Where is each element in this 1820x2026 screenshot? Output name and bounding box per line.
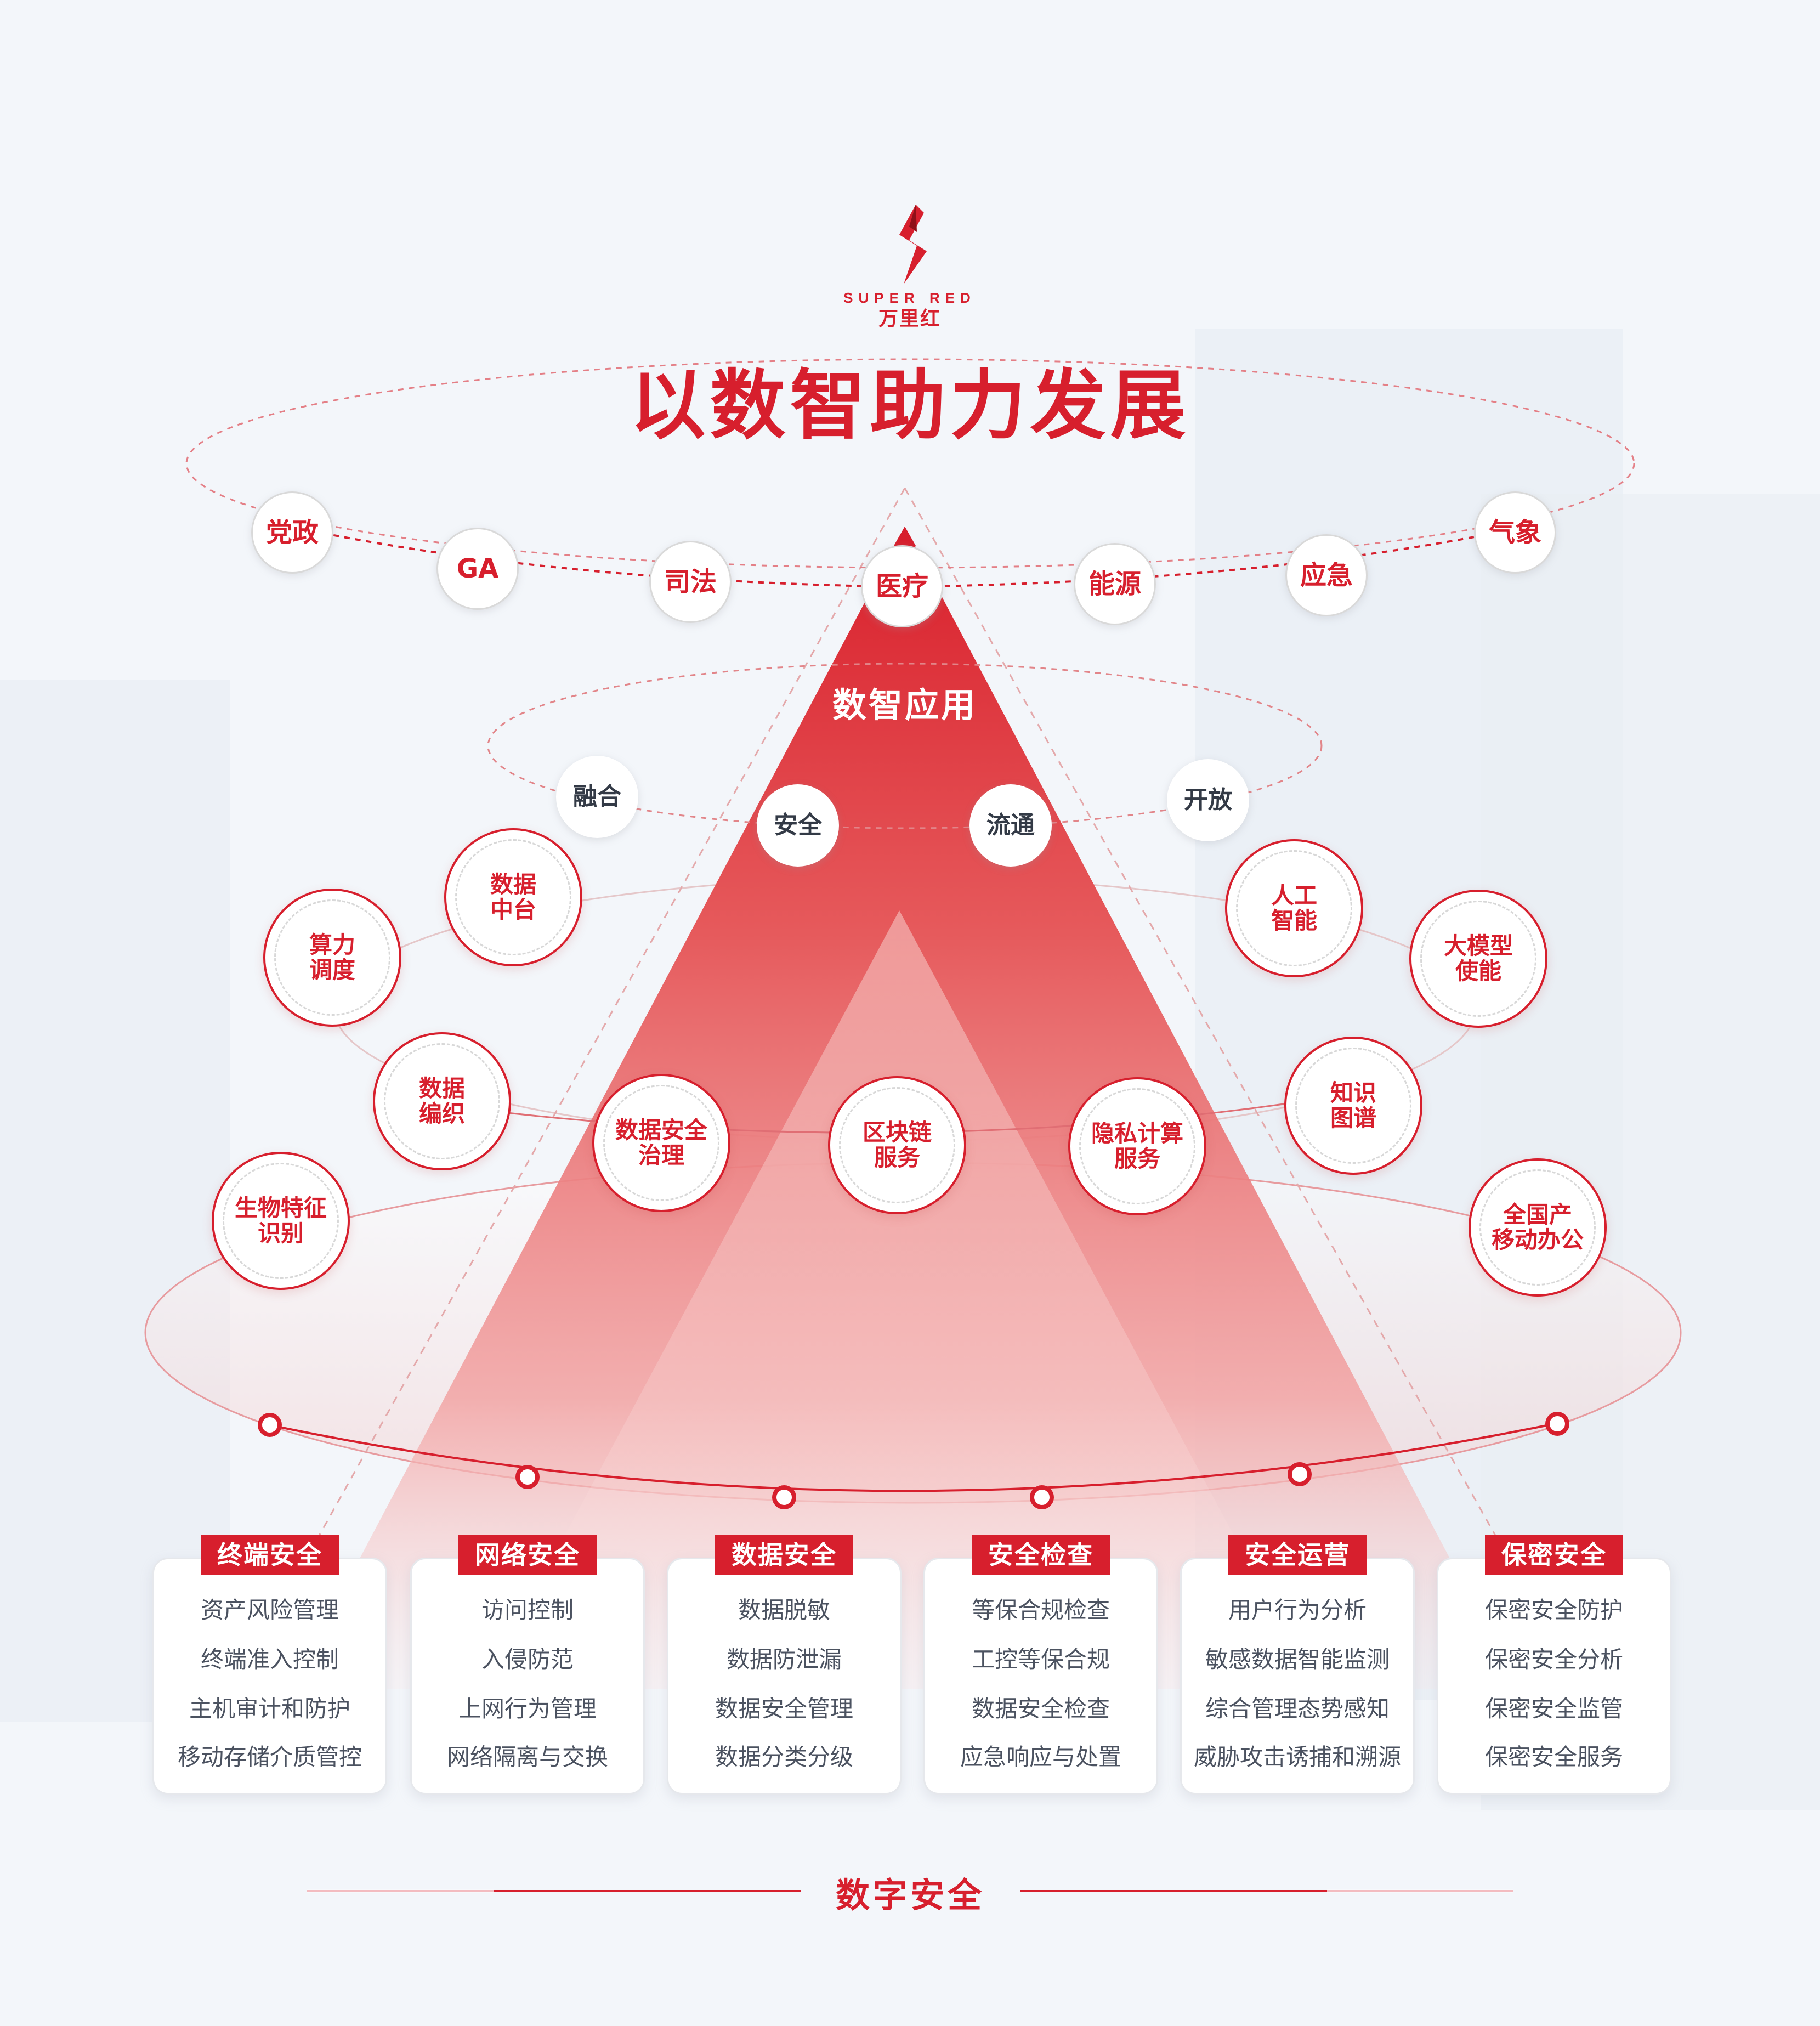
connector-node <box>515 1465 540 1489</box>
category-item: 保密安全服务 <box>1484 1744 1623 1770</box>
capability-computing-scheduling: 算力 调度 <box>263 889 401 1027</box>
apex-label: 数智应用 <box>832 685 977 725</box>
principle-fusion: 融合 <box>556 756 638 838</box>
capability-label: 大模型 使能 <box>1420 901 1536 1017</box>
connector-node <box>772 1485 796 1509</box>
category-item: 网络隔离与交换 <box>446 1744 608 1770</box>
connector-node <box>1545 1412 1569 1436</box>
category-title: 数据安全 <box>715 1535 853 1575</box>
sector-bubble-meteorology: 气象 <box>1474 491 1556 574</box>
category-item: 访问控制 <box>481 1597 574 1623</box>
category-item: 数据防泄漏 <box>726 1646 842 1673</box>
capability-label: 人工 智能 <box>1236 850 1352 966</box>
category-item: 等保合规检查 <box>971 1597 1110 1623</box>
logo-chinese-text: 万里红 <box>878 308 941 330</box>
capability-label: 数据安全 治理 <box>603 1085 719 1201</box>
connector-node <box>1030 1485 1054 1509</box>
category-item: 移动存储介质管控 <box>177 1744 362 1770</box>
capability-label: 数据 编织 <box>384 1043 500 1159</box>
capability-blockchain-service: 区块链 服务 <box>828 1076 966 1214</box>
category-item: 资产风险管理 <box>200 1597 339 1623</box>
capability-domestic-mobile-office: 全国产 移动办公 <box>1469 1158 1607 1297</box>
category-item: 上网行为管理 <box>458 1695 597 1722</box>
category-item: 保密安全防护 <box>1484 1597 1623 1623</box>
category-item: 数据安全检查 <box>971 1695 1110 1722</box>
category-item: 工控等保合规 <box>971 1646 1110 1673</box>
category-title: 终端安全 <box>201 1535 339 1575</box>
category-item: 综合管理态势感知 <box>1205 1695 1390 1722</box>
category-card-inspection <box>923 1558 1158 1795</box>
capability-label: 生物特征 识别 <box>223 1163 339 1279</box>
category-item: 保密安全分析 <box>1484 1646 1623 1673</box>
category-item: 数据分类分级 <box>715 1744 853 1770</box>
category-item: 保密安全监管 <box>1484 1695 1623 1722</box>
footer-label: 数字安全 <box>835 1875 985 1915</box>
category-item: 数据脱敏 <box>738 1597 830 1623</box>
capability-label: 隐私计算 服务 <box>1079 1088 1195 1204</box>
capability-label: 区块链 服务 <box>839 1087 955 1203</box>
page-title: 以数智助力发展 <box>630 361 1190 450</box>
apex-marker <box>894 527 916 546</box>
category-title: 安全运营 <box>1228 1535 1367 1575</box>
category-card-data <box>667 1558 902 1795</box>
capability-label: 算力 调度 <box>274 899 390 1016</box>
capability-knowledge-graph: 知识 图谱 <box>1284 1037 1422 1175</box>
logo-english-text: SUPER RED <box>843 290 976 306</box>
sector-bubble-emergency: 应急 <box>1285 534 1368 616</box>
category-title: 安全检查 <box>972 1535 1110 1575</box>
super-red-s-logo-icon <box>899 205 927 284</box>
principle-circulation: 流通 <box>969 784 1052 867</box>
category-item: 主机审计和防护 <box>189 1695 350 1722</box>
capability-privacy-computing: 隐私计算 服务 <box>1068 1077 1206 1215</box>
category-card-network <box>410 1558 645 1795</box>
sector-bubble-energy: 能源 <box>1074 543 1156 625</box>
category-item: 终端准入控制 <box>200 1646 339 1673</box>
category-item: 入侵防范 <box>481 1646 574 1673</box>
sector-bubble-medical: 医疗 <box>861 545 943 627</box>
capability-biometric-recognition: 生物特征 识别 <box>212 1152 350 1290</box>
principle-openness: 开放 <box>1167 759 1249 841</box>
category-item: 数据安全管理 <box>715 1695 853 1722</box>
category-item: 威胁攻击诱捕和溯源 <box>1193 1744 1401 1770</box>
sector-bubble-party-gov: 党政 <box>251 491 333 574</box>
capability-large-model-enablement: 大模型 使能 <box>1409 890 1547 1028</box>
category-item: 敏感数据智能监测 <box>1205 1646 1390 1673</box>
category-item: 应急响应与处置 <box>960 1744 1121 1770</box>
capability-artificial-intelligence: 人工 智能 <box>1225 839 1363 977</box>
sector-bubble-ga: GA <box>436 528 519 610</box>
principle-security: 安全 <box>757 784 839 867</box>
category-card-operations <box>1180 1558 1415 1795</box>
category-title: 保密安全 <box>1485 1535 1623 1575</box>
capability-data-security-governance: 数据安全 治理 <box>592 1074 730 1212</box>
connector-node <box>1288 1462 1312 1486</box>
capability-data-weaving: 数据 编织 <box>373 1032 511 1170</box>
connector-node <box>258 1413 282 1437</box>
category-card-confidentiality <box>1437 1558 1671 1795</box>
capability-label: 全国产 移动办公 <box>1479 1169 1596 1286</box>
capability-label: 数据 中台 <box>455 839 571 955</box>
capability-label: 知识 图谱 <box>1295 1048 1411 1164</box>
sector-bubble-judiciary: 司法 <box>649 541 732 623</box>
category-card-terminal <box>152 1558 387 1795</box>
category-title: 网络安全 <box>458 1535 597 1575</box>
capability-data-middle-platform: 数据 中台 <box>444 828 582 966</box>
category-item: 用户行为分析 <box>1228 1597 1367 1623</box>
